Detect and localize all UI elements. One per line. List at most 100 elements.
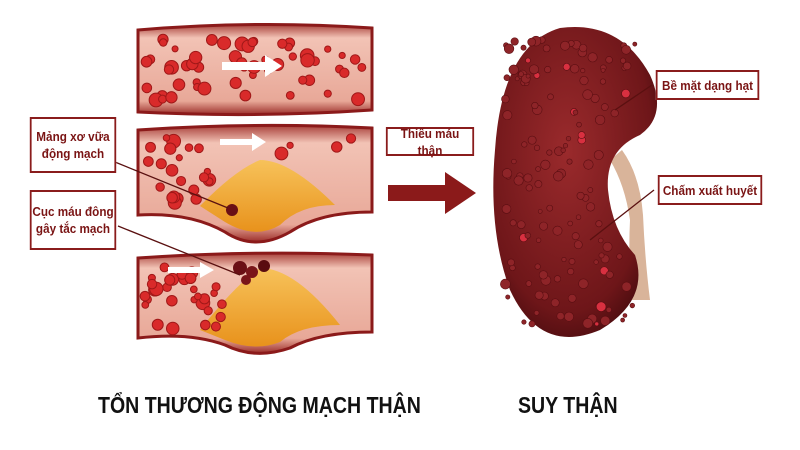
kidney-granule — [552, 225, 563, 236]
blood-cell — [247, 37, 258, 48]
kidney-granule — [503, 43, 515, 54]
blood-cell — [139, 290, 151, 302]
kidney-granule — [580, 68, 586, 74]
kidney-granule — [594, 321, 600, 327]
kidney-granule — [556, 312, 565, 321]
kidney-granule — [620, 57, 626, 64]
kidney-granule — [538, 270, 548, 280]
kidney-granule — [573, 240, 583, 250]
blood-cell — [158, 94, 167, 104]
blood-cell — [349, 54, 361, 65]
kidney-granule — [510, 37, 519, 46]
blood-cell — [141, 82, 153, 94]
kidney-granule — [525, 73, 531, 79]
kidney-granule — [605, 306, 612, 313]
kidney-granule — [566, 158, 573, 165]
kidney-granule — [576, 191, 585, 200]
kidney-granule — [535, 166, 541, 172]
kidney-granule — [575, 214, 582, 220]
blood-cell — [288, 52, 297, 61]
leader-line — [109, 159, 229, 209]
kidney-granule — [524, 232, 531, 239]
kidney-granule — [605, 56, 613, 64]
kidney-granule — [595, 114, 606, 125]
kidney-granule — [511, 158, 517, 165]
kidney-granule — [525, 184, 533, 192]
kidney-granule — [582, 318, 594, 329]
kidney-granule — [540, 159, 551, 170]
kidney-granule — [577, 131, 586, 139]
kidney-granule — [503, 74, 511, 81]
kidney-granule — [513, 175, 524, 186]
kidney-granule — [600, 315, 611, 326]
label-hemorrhage-spots: Chấm xuất huyết — [657, 175, 763, 205]
kidney-granule — [593, 150, 604, 160]
kidney-granule — [587, 52, 598, 63]
blood-cell — [298, 75, 308, 85]
kidney-granule — [622, 313, 628, 318]
kidney-granule — [531, 101, 539, 110]
blood-cell — [164, 274, 176, 286]
clot — [226, 204, 238, 216]
blood-cell — [189, 50, 203, 65]
blood-cell — [176, 175, 187, 187]
kidney-granule — [598, 237, 604, 244]
kidney-granule — [542, 44, 551, 53]
kidney-granule — [562, 143, 569, 149]
blood-cell — [163, 64, 175, 75]
kidney-granule — [564, 311, 574, 322]
blood-cell — [357, 62, 367, 72]
kidney-granule — [501, 168, 513, 179]
kidney-granule — [560, 40, 570, 51]
kidney-granule — [600, 67, 606, 73]
kidney-granule — [525, 57, 531, 64]
kidney-granule — [502, 110, 513, 121]
kidney-granule — [600, 103, 609, 111]
kidney-granule — [500, 278, 511, 290]
kidney-granule — [521, 141, 528, 148]
blood-cell — [184, 272, 197, 285]
kidney-granule — [509, 219, 517, 227]
kidney-granule — [521, 319, 527, 325]
label-ischemia: Thiếu máu thận — [385, 126, 475, 158]
blood-cell — [277, 38, 288, 49]
blood-cell — [338, 51, 346, 60]
kidney-granule — [629, 302, 635, 309]
kidney-granule — [616, 253, 623, 260]
kidney-granule — [507, 258, 515, 267]
kidney-granule — [527, 37, 537, 47]
kidney-granule — [501, 94, 510, 104]
kidney-granule — [583, 159, 594, 170]
kidney-granule — [565, 135, 572, 142]
kidney-granule — [598, 252, 605, 259]
blood-cell — [205, 34, 218, 46]
blood-cell — [324, 45, 332, 53]
blood-cell — [159, 262, 170, 273]
kidney-granule — [534, 180, 543, 188]
kidney-granule — [567, 220, 573, 227]
kidney-granule — [544, 66, 552, 74]
blood-cell — [141, 300, 150, 309]
kidney-granule — [534, 263, 541, 270]
kidney-granule — [621, 281, 632, 292]
blood-cell — [197, 81, 212, 96]
blood-cell — [215, 311, 226, 323]
kidney-granule — [632, 41, 638, 47]
blood-cell — [166, 191, 178, 204]
leader-line — [117, 225, 241, 276]
kidney-granule — [553, 275, 562, 283]
blood-cell — [229, 76, 242, 90]
blood-cell — [198, 172, 210, 183]
blood-cell — [217, 299, 227, 310]
kidney-granule — [595, 220, 603, 228]
kidney-granule — [560, 147, 566, 153]
kidney-granule — [621, 88, 631, 99]
kidney-granule — [508, 64, 519, 75]
flow-arrow-icon — [168, 262, 214, 278]
kidney-granule — [587, 187, 594, 193]
blood-cell — [274, 146, 289, 161]
kidney-granule — [546, 204, 554, 212]
kidney-granule — [571, 232, 580, 241]
kidney-granule — [533, 144, 541, 151]
